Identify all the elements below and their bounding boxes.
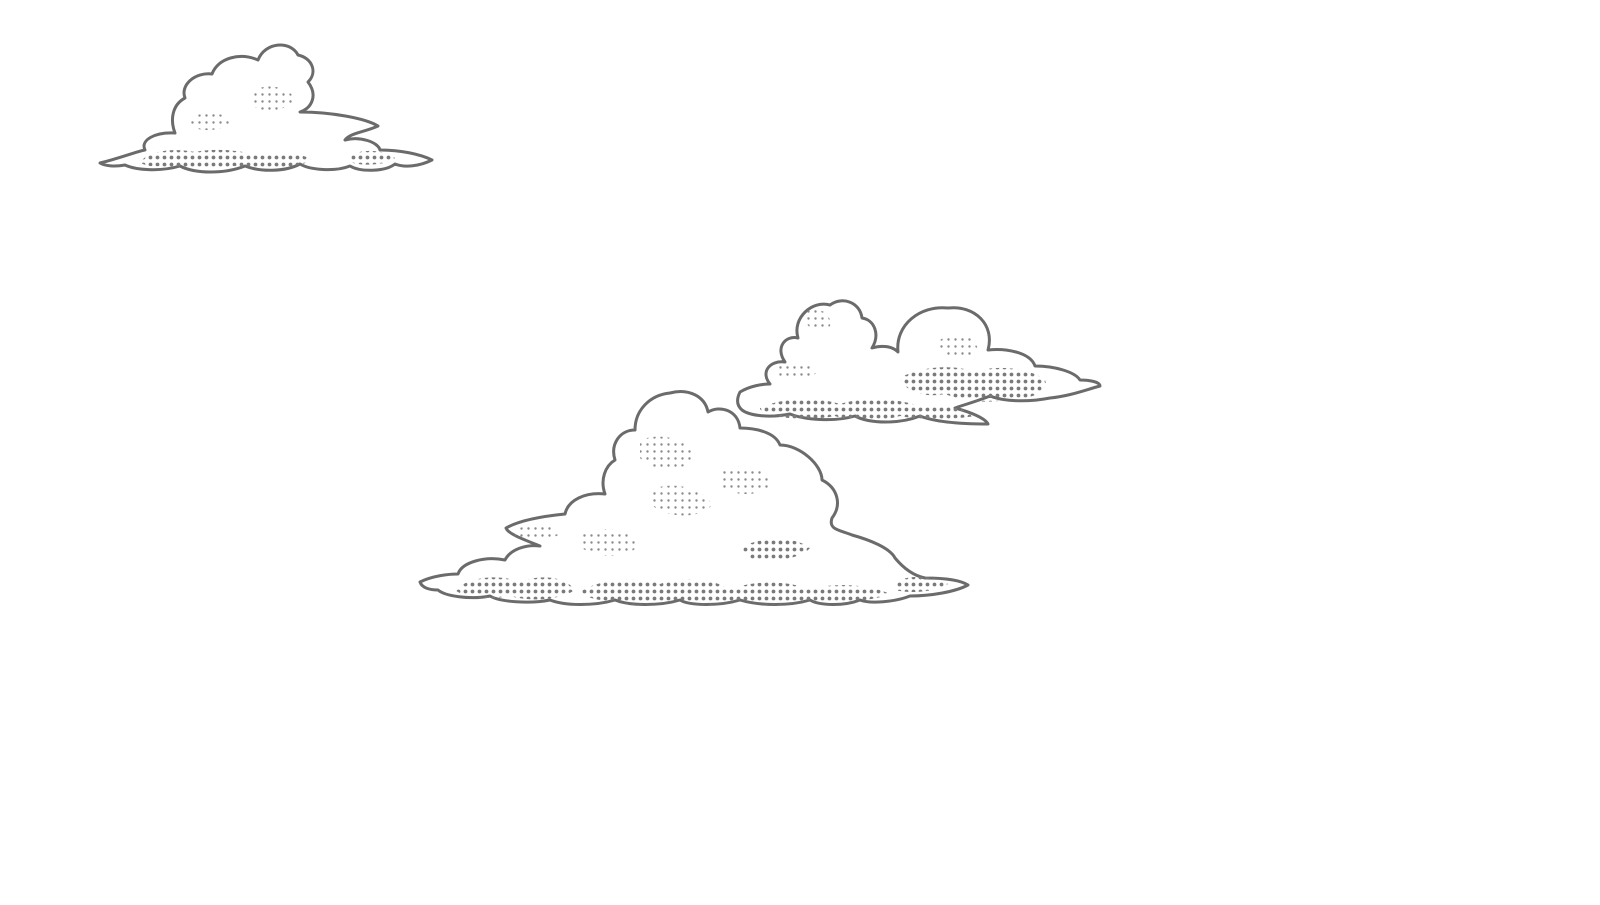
medium-cloud-right <box>736 299 1102 426</box>
small-cloud-top-left <box>98 43 434 174</box>
large-cloud-center <box>418 390 970 606</box>
